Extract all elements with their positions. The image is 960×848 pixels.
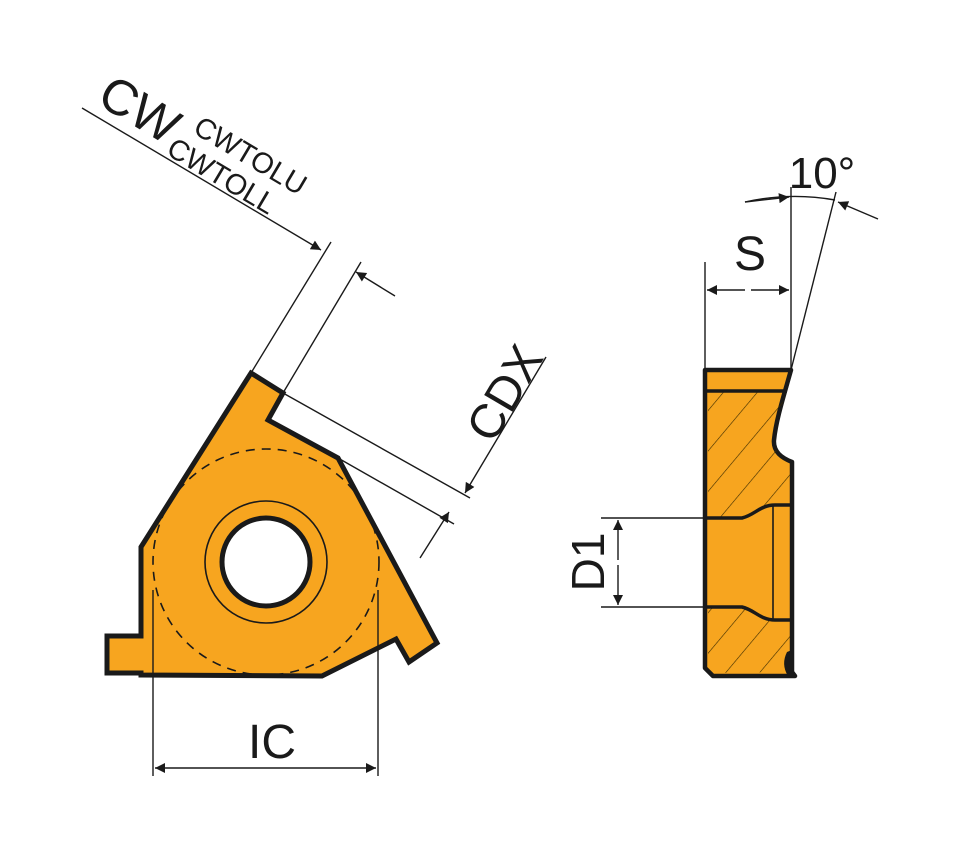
side-section-top <box>708 392 790 518</box>
angle-dimension <box>744 191 879 371</box>
cw-dimension <box>81 107 396 394</box>
center-hole <box>219 515 313 609</box>
d1-label: D1 <box>562 533 614 592</box>
cdx-label: CDX <box>457 336 554 450</box>
s-dimension <box>704 187 792 370</box>
ic-dimension <box>152 590 379 776</box>
side-view: S 10° D1 <box>562 149 879 679</box>
counterbore-ring <box>204 500 328 624</box>
front-view: IC CW CWTOLU CWTOLL CDX <box>81 64 554 776</box>
s-label: S <box>734 228 766 281</box>
d1-dimension <box>601 517 705 608</box>
ic-label: IC <box>248 716 296 769</box>
angle-label: 10° <box>789 149 856 198</box>
cdx-dimension <box>282 356 547 559</box>
side-section-bottom <box>708 607 790 673</box>
inscribed-circle <box>152 448 380 676</box>
